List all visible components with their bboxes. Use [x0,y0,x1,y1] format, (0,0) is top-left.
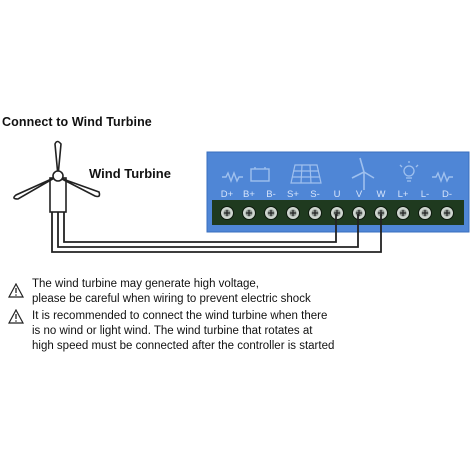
wind-turbine [13,140,101,213]
solar-panel-icon [290,164,322,184]
terminal-label-bminus: B- [266,189,276,200]
terminal-screw [352,206,366,220]
terminal-label-w: W [377,189,386,200]
battery-icon [250,167,270,182]
terminal-label-bplus: B+ [243,189,255,200]
wind-turbine-label: Wind Turbine [89,166,171,181]
terminal-screw [242,206,256,220]
wire-w [51,210,382,253]
turbine-blade-top [54,140,62,177]
terminal-screw [396,206,410,220]
turbine-blade-left [13,176,57,200]
warning-triangle-icon [8,283,24,298]
terminal-screw [286,206,300,220]
turbine-hub [52,170,64,182]
terminal-screw [308,206,322,220]
terminal-label-u: U [334,189,341,200]
warning-line: please be careful when wiring to prevent… [32,293,311,305]
warning-line: The wind turbine may generate high volta… [32,278,259,290]
warning-line: high speed must be connected after the c… [32,340,335,352]
warning-connection: It is recommended to connect the wind tu… [8,309,334,354]
turbine-tower [49,177,67,213]
wire-u [63,210,337,243]
terminal-label-splus: S+ [287,189,299,200]
wind-turbine-icon [351,157,375,190]
light-bulb-icon [399,161,419,182]
terminal-label-lminus: L- [421,189,429,200]
warning-triangle-icon [8,309,24,324]
turbine-blade-right [59,177,101,198]
terminal-label-v: V [356,189,363,200]
warning-line: It is recommended to connect the wind tu… [32,310,328,322]
terminal-screws [220,206,454,220]
terminal-screw [330,206,344,220]
warning-line: is no wind or light wind. The wind turbi… [32,325,313,337]
terminal-screw [220,206,234,220]
diagram-title: Connect to Wind Turbine [2,115,152,129]
turbine-wires [51,210,382,253]
terminal-label-lplus: L+ [398,189,409,200]
resistor-icon [222,171,243,183]
terminal-screw [440,206,454,220]
wire-v [57,210,359,248]
terminal-label-dminus: D- [442,189,452,200]
terminal-screw [264,206,278,220]
warning-voltage: The wind turbine may generate high volta… [8,277,311,307]
terminal-labels: D+ B+ B- S+ S- U V W L+ L- D- [221,189,452,200]
terminal-label-dplus: D+ [221,189,234,200]
terminal-screw [418,206,432,220]
resistor-icon [432,171,453,183]
terminal-label-sminus: S- [310,189,320,200]
